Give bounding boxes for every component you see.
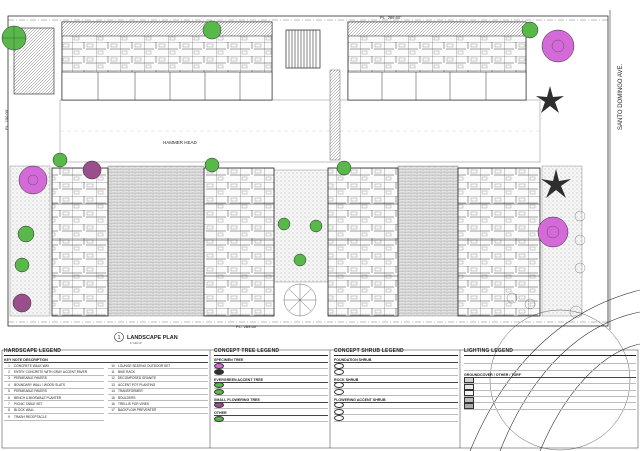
flowering-shrub-swatch	[334, 402, 344, 409]
building-top-left	[61, 21, 273, 101]
specimen-tree-swatch	[214, 362, 224, 369]
hardscape-legend-title: HARDSCAPE LEGEND	[4, 348, 208, 356]
building-top-right	[347, 21, 527, 101]
lighting-legend: LIGHTING LEGEND GROUNDCOVER / OTHER / TU…	[464, 348, 636, 449]
building-bottom-right	[457, 167, 541, 317]
tree-green-8	[14, 257, 30, 273]
tree-green-5	[204, 157, 220, 173]
evergreen-tree-swatch	[214, 388, 224, 395]
foundation-shrub-swatch	[334, 362, 344, 369]
shrub-legend-section: ROCK SHRUB	[334, 378, 458, 383]
turf-swatch	[464, 396, 474, 403]
plan-scale: 1"=20'-0"	[130, 341, 142, 345]
entry-trellis	[285, 29, 341, 161]
property-line-top-label: P.L. 289.60'	[380, 15, 401, 20]
tree-green-2	[202, 20, 222, 40]
shrub-legend-title: CONCEPT SHRUB LEGEND	[334, 348, 458, 356]
mulch-swatch	[464, 403, 474, 410]
groundcover-swatch	[464, 377, 474, 384]
foundation-shrub-swatch	[334, 369, 344, 376]
tree-legend-title: CONCEPT TREE LEGEND	[214, 348, 328, 356]
tree-specimen-pink-2	[541, 29, 575, 63]
tree-palm-2	[541, 169, 571, 198]
tree-legend-section: OTHER	[214, 411, 328, 416]
palm-tree-swatch	[214, 369, 224, 376]
shrub-row-right	[506, 210, 586, 319]
tree-green-3	[521, 21, 539, 39]
tree-legend-section: SMALL FLOWERING TREE	[214, 398, 328, 403]
tree-legend-section: EVERGREEN ACCENT TREE	[214, 378, 328, 383]
tree-mauve-1	[82, 160, 102, 180]
hammer-head-label: HAMMER HEAD	[163, 140, 198, 145]
rock-shrub-swatch	[334, 388, 344, 395]
tree-green-7	[17, 225, 35, 243]
paver-area-left	[107, 165, 205, 317]
building-bottom-center-right	[327, 167, 399, 317]
shrub-legend-section: FOUNDATION SHRUB	[334, 358, 458, 363]
evergreen-tree-swatch	[214, 382, 224, 389]
tree-palm-1	[536, 86, 564, 113]
tree-green-9	[277, 217, 291, 231]
building-bottom-center-left	[203, 167, 275, 317]
paver-area-right	[397, 165, 459, 317]
tree-green-10	[309, 219, 323, 233]
property-line-bottom-label: P.L. 289.60'	[236, 324, 257, 329]
tree-legend-section: SPECIMEN TREE	[214, 358, 328, 363]
tree-green-11	[293, 253, 307, 267]
groundcover-swatch	[464, 383, 474, 390]
flowering-shrub-swatch	[334, 415, 344, 422]
hardscape-legend-header: KEY NOTE DESCRIPTION	[4, 358, 208, 363]
tree-green-1	[1, 25, 27, 51]
tree-mauve-2	[12, 293, 32, 313]
groundcover-legend-title: GROUNDCOVER / OTHER / TURF	[464, 373, 636, 378]
tree-sketch-bottom	[283, 283, 317, 317]
shrub-legend: CONCEPT SHRUB LEGEND FOUNDATION SHRUB RO…	[334, 348, 458, 449]
property-line-left-label: P.L. 100.00'	[4, 109, 9, 130]
street-name-label: SANTO DOMINGO AVE.	[618, 64, 624, 130]
plan-title-block: 1 LANDSCAPE PLAN 1"=20'-0"	[114, 332, 178, 345]
groundcover-swatch	[464, 390, 474, 397]
shrub-legend-section: FLOWERING ACCENT SHRUB	[334, 398, 458, 403]
building-bottom-left	[51, 167, 109, 317]
tree-specimen-pink-3	[537, 216, 569, 248]
flowering-shrub-swatch	[334, 408, 344, 415]
tree-green-6	[336, 160, 352, 176]
flowering-tree-swatch	[214, 402, 224, 409]
plan-title: LANDSCAPE PLAN	[127, 335, 178, 341]
legend-table-frame	[1, 349, 639, 449]
tree-green-4	[52, 152, 68, 168]
site-boundary	[7, 15, 609, 327]
other-tree-swatch	[214, 415, 224, 422]
tree-specimen-pink-1	[18, 165, 48, 195]
tree-legend: CONCEPT TREE LEGEND SPECIMEN TREE EVERGR…	[214, 348, 328, 449]
lighting-legend-title: LIGHTING LEGEND	[464, 348, 636, 356]
plan-number: 1	[118, 335, 121, 341]
rock-shrub-swatch	[334, 382, 344, 389]
